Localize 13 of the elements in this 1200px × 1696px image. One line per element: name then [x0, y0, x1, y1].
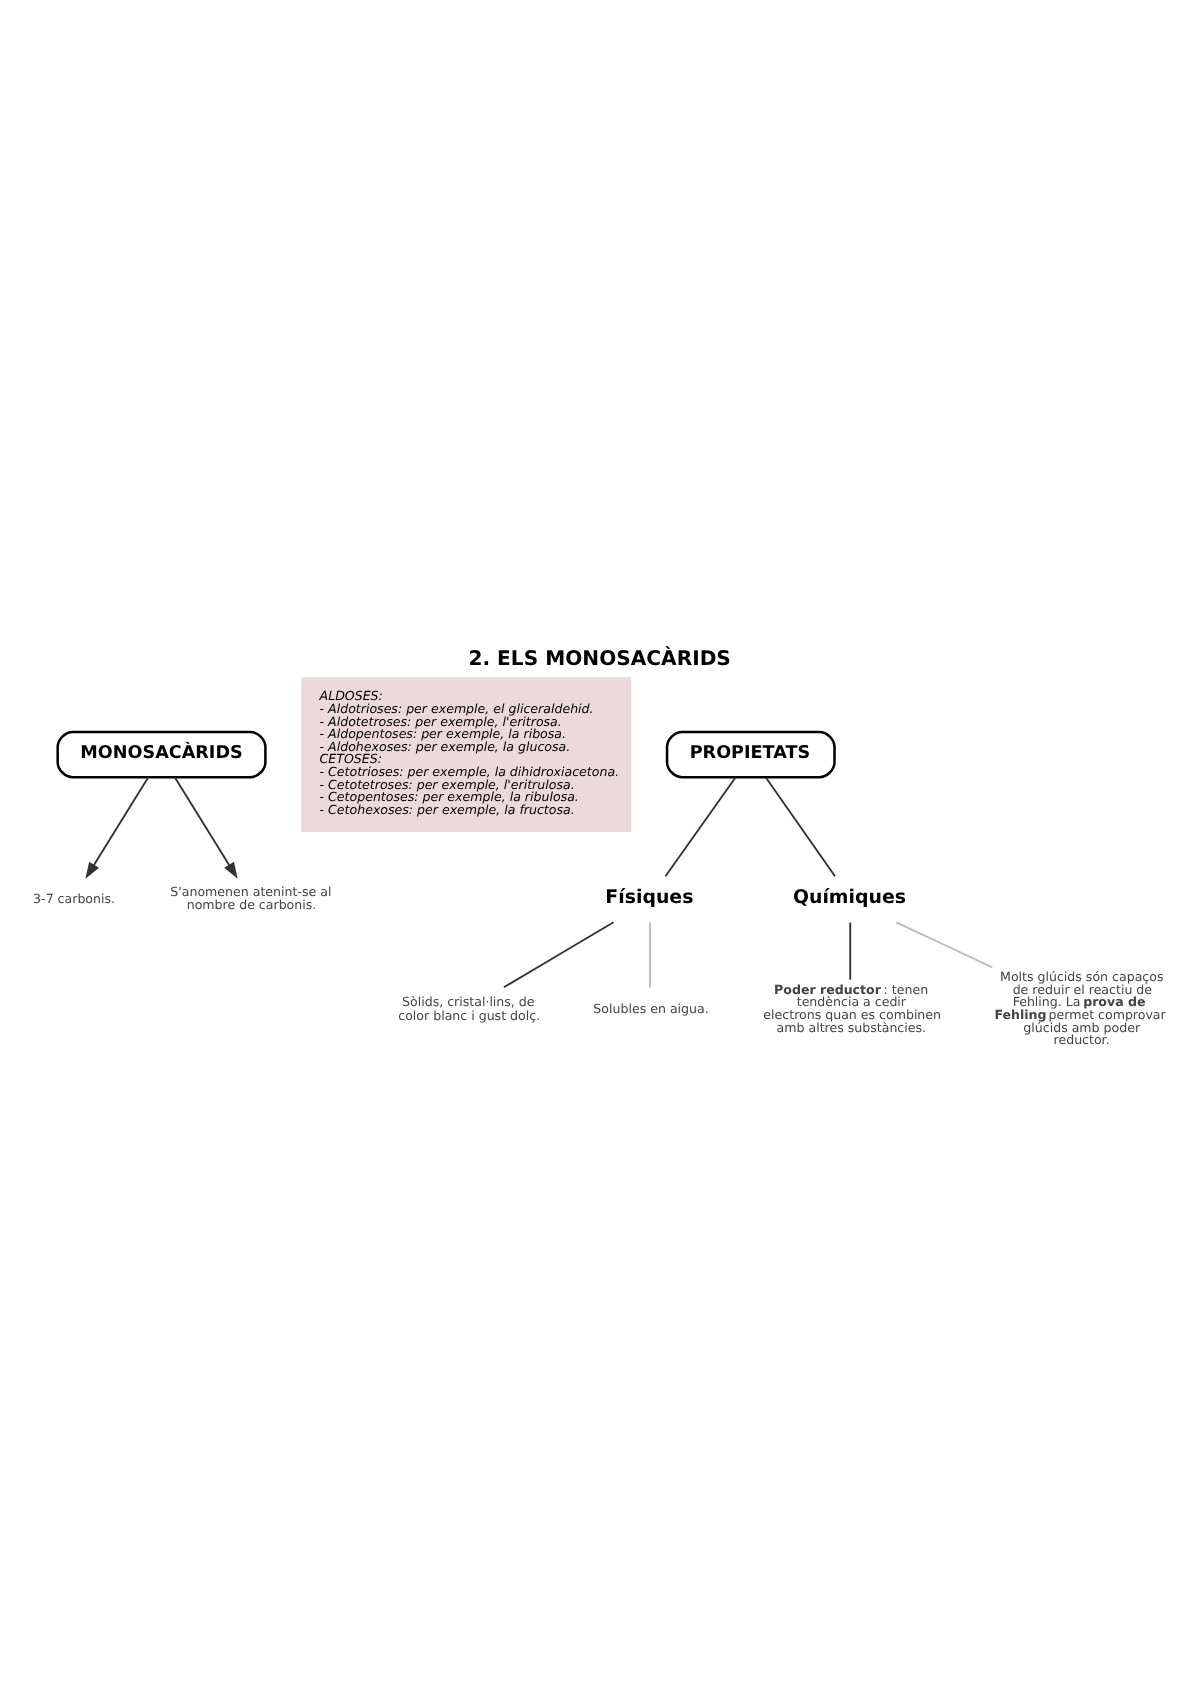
- connector: [764, 775, 836, 877]
- diagram-title: 2. ELS MONOSACÀRIDS: [468, 647, 731, 670]
- arrow: [85, 775, 150, 878]
- arrow: [173, 775, 238, 878]
- connector: [895, 920, 994, 968]
- connector: [849, 920, 852, 980]
- connector: [649, 920, 651, 988]
- node-text: Físiques: [605, 885, 694, 908]
- node-box: MONOSACÀRIDS: [56, 729, 267, 778]
- connector: [664, 775, 737, 877]
- connector: [502, 920, 615, 988]
- node-box: PROPIETATS: [665, 729, 836, 778]
- node-text: Químiques: [792, 885, 907, 908]
